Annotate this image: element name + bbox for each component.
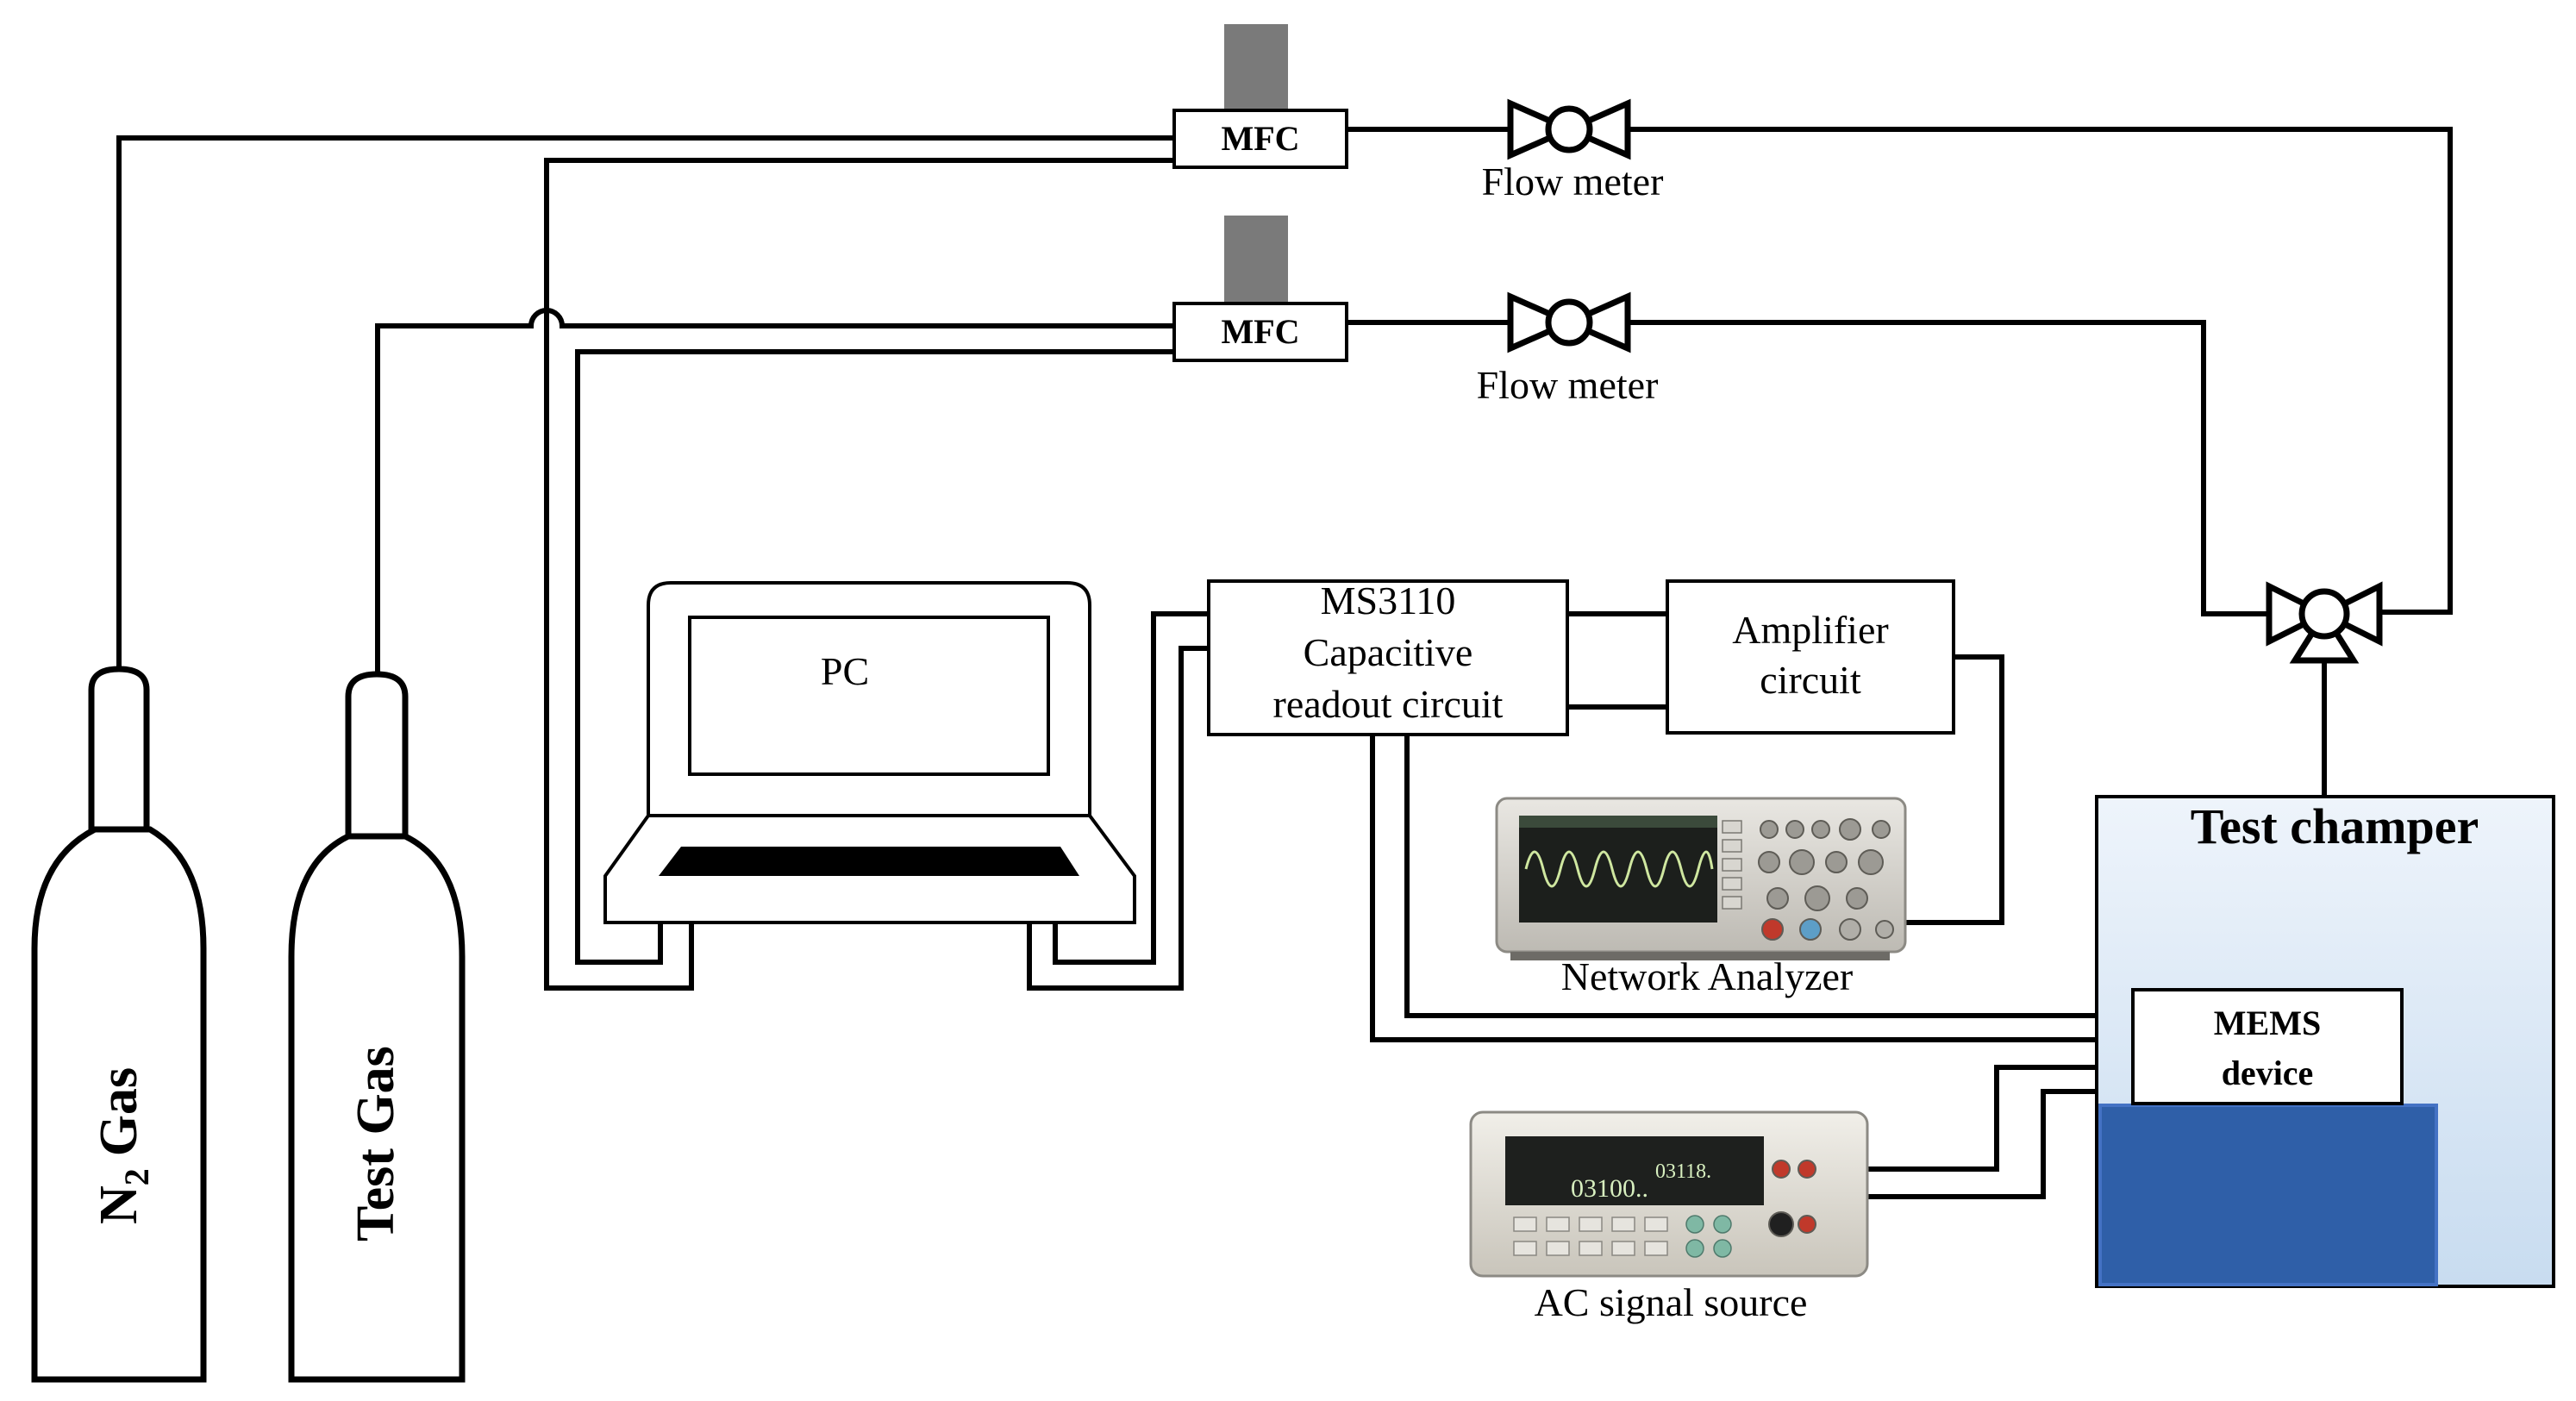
ac-source-display-main: 03100.. [1571,1174,1648,1203]
network-analyzer-label: Network Analyzer [1561,954,1854,998]
test-chamber-label: Test champer [2191,798,2479,854]
ac-source-keypad [1513,1216,1668,1256]
valve-left-triangle [2266,581,2331,647]
analyzer-feet [1510,952,1890,960]
ac-source-to-mems-wire-1 [1817,1065,2133,1172]
analyzer-screen [1519,816,1717,923]
readout-circuit: MS3110 Capacitive readout circuit [1207,579,1569,736]
laptop-screen [688,616,1050,776]
ac-signal-source: 03100.. 03118. AC signal source [1469,1110,1869,1324]
mems-line2: device [2222,1054,2314,1092]
mfc-top-label: MFC [1221,119,1299,158]
three-way-valve [2266,581,2383,664]
pc-to-readout-wire-1 [1053,611,1209,965]
pc-laptop: PC [603,581,1136,924]
ac-source-label: AC signal source [1535,1280,1808,1324]
analyzer-trace [1524,850,1714,888]
analyzer-side-buttons [1722,820,1742,910]
gas-lines [116,127,2453,798]
pc-label: PC [821,649,869,693]
flowmeter-bottom-circle [1545,298,1593,347]
n2-gas-label: N2 Gas [90,1067,156,1224]
chamber-stage [2098,1104,2438,1286]
n2-cylinder: N2 Gas [31,666,207,1383]
ac-source-function-keys [1685,1215,1732,1258]
top-flow-to-valve-line [1628,127,2453,615]
amplifier-box [1666,579,1955,735]
flowmeter-top: Flow meter [1482,98,1664,203]
readout-line3: readout circuit [1273,682,1504,726]
flowmeter-top-right-triangle [1561,98,1631,160]
bottom-flow-to-valve-line [1628,320,2269,616]
flowmeter-bottom: Flow meter [1477,291,1659,407]
mfc-bottom-label: MFC [1221,312,1299,351]
flowmeter-bottom-left-triangle [1507,291,1577,353]
control-wires [544,158,2133,1199]
ac-source-to-mems-wire-2 [1817,1089,2133,1199]
amp-to-analyzer-wire [1819,654,2004,925]
readout-to-mems-wire-1 [1404,735,2133,1018]
flowmeter-top-label: Flow meter [1482,159,1664,203]
valve-circle [2298,588,2350,640]
n2-subscript: 2 [117,1168,156,1185]
amplifier-line1: Amplifier [1732,608,1888,652]
pc-to-bottom-mfc-wire [575,349,1174,965]
amplifier-line2: circuit [1760,658,1861,702]
mfc-bottom-box [1172,302,1348,362]
amplifier-circuit: Amplifier circuit [1666,579,1955,735]
mfc-top-box [1172,109,1348,169]
analyzer-ports [1761,918,1894,941]
ac-source-display-secondary: 03118. [1655,1160,1711,1183]
pc-to-top-mfc-wire [544,158,1174,991]
n2-symbol: N [90,1185,148,1224]
network-analyzer: Network Analyzer [1495,797,1907,998]
ac-source-display-panel [1505,1136,1764,1205]
ac-source-terminals [1768,1160,1816,1237]
test-gas-label: Test Gas [347,1046,405,1242]
n2-gas-line [116,135,1174,674]
n2-suffix: Gas [90,1067,148,1156]
mfc-top-stem [1224,24,1288,112]
analyzer-screen-header [1519,816,1717,828]
n2-cylinder-neck [88,666,150,833]
readout-box [1207,579,1569,736]
mfc-top: MFC [1172,24,1348,169]
flowmeter-top-left-triangle [1507,98,1577,160]
mfc-bottom-stem [1224,216,1288,305]
pc-to-readout-wire-2 [1027,646,1209,991]
test-cylinder-neck [345,671,409,840]
readout-line2: Capacitive [1304,630,1473,674]
flowmeter-top-circle [1545,105,1593,153]
test-chamber: Test champer MEMS device [2095,795,2555,1288]
mems-device-box [2131,988,2404,1105]
flowmeter-bottom-label: Flow meter [1477,363,1659,407]
readout-line1: MS3110 [1321,579,1456,622]
mems-line1: MEMS [2214,1004,2321,1042]
test-gas-cylinder: Test Gas [288,671,466,1383]
flowmeter-bottom-right-triangle [1561,291,1631,353]
valve-right-triangle [2317,581,2383,647]
analyzer-knobs [1758,818,1891,911]
readout-to-mems-wire-2 [1370,735,2133,1042]
laptop-keyboard [659,847,1079,876]
mfc-bottom: MFC [1172,216,1348,362]
